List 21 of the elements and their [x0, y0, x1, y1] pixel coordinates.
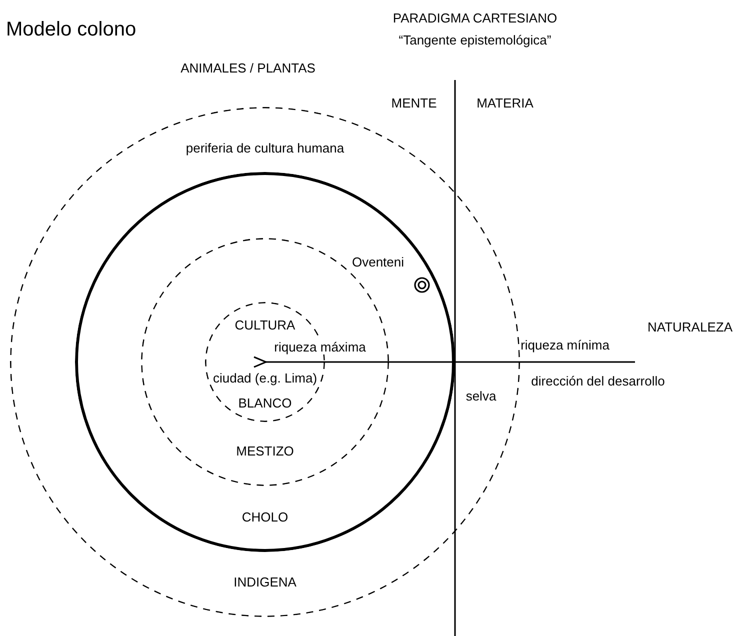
- axis-label: riqueza máxima: [273, 340, 367, 354]
- category-label: NATURALEZA: [648, 320, 732, 334]
- zone-label: CHOLO: [242, 510, 288, 524]
- zone-label: periferia de cultura humana: [186, 140, 344, 156]
- zone-label: CULTURA: [234, 318, 296, 332]
- zone-label: ciudad (e.g. Lima): [212, 370, 318, 386]
- dashed-circle: [10, 107, 520, 617]
- axis-label: dirección del desarrollo: [531, 374, 665, 388]
- category-label: MENTE: [391, 96, 437, 110]
- subtitle-label: “Tangente epistemológica”: [398, 32, 552, 48]
- axis-label: riqueza mínima: [520, 338, 610, 352]
- circle: [75, 172, 455, 552]
- zone-label: selva: [466, 388, 496, 404]
- zone-label: INDIGENA: [234, 574, 296, 590]
- heading-label: PARADIGMA CARTESIANO: [392, 10, 558, 26]
- category-label: ANIMALES / PLANTAS: [180, 60, 316, 76]
- category-label: MATERIA: [476, 96, 534, 110]
- zone-label: MESTIZO: [236, 444, 294, 458]
- zone-label: Oventeni: [352, 254, 404, 270]
- zone-label: BLANCO: [238, 396, 292, 410]
- diagram-title: Modelo colono: [6, 22, 136, 38]
